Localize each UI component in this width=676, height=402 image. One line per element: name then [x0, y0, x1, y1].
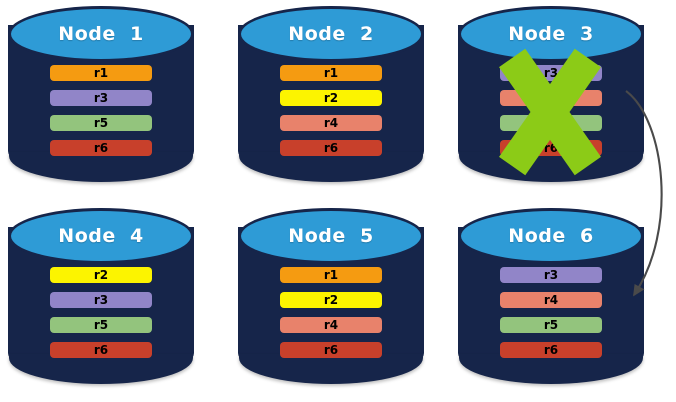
record-bar[interactable]: r6 — [280, 140, 382, 156]
record-bar[interactable]: r1 — [280, 267, 382, 283]
record-bar[interactable]: r4 — [500, 292, 602, 308]
record-bar[interactable]: r6 — [500, 342, 602, 358]
record-bar[interactable]: r5 — [50, 317, 152, 333]
record-bar[interactable]: r5 — [50, 115, 152, 131]
record-bar[interactable]: r1 — [280, 65, 382, 81]
node-label: Node 2 — [288, 23, 374, 45]
node-4[interactable]: Node 4 r2 r3 r5 r6 — [8, 208, 194, 390]
cylinder-top — [8, 6, 194, 62]
node-label: Node 3 — [508, 23, 594, 45]
record-bar[interactable]: r2 — [280, 90, 382, 106]
cylinder-top — [238, 6, 424, 62]
node-label: Node 4 — [58, 225, 144, 247]
record-bar[interactable]: r6 — [50, 140, 152, 156]
record-bar[interactable]: r6 — [280, 342, 382, 358]
record-bar[interactable]: r3 — [50, 292, 152, 308]
record-bar[interactable]: r1 — [50, 65, 152, 81]
record-bar[interactable]: r2 — [50, 267, 152, 283]
record-bar[interactable]: r2 — [280, 292, 382, 308]
cylinder-top — [458, 6, 644, 62]
cylinder-top — [238, 208, 424, 264]
node-label: Node 1 — [58, 23, 144, 45]
record-list: r2 r3 r5 r6 — [50, 267, 152, 358]
record-bar[interactable]: r5 — [500, 317, 602, 333]
cylinder-top — [8, 208, 194, 264]
record-list: r1 r2 r4 r6 — [280, 65, 382, 156]
record-bar[interactable]: r3 — [500, 267, 602, 283]
record-bar[interactable]: r6 — [50, 342, 152, 358]
node-label: Node 6 — [508, 225, 594, 247]
cylinder-top — [458, 208, 644, 264]
node-6[interactable]: Node 6 r3 r4 r5 r6 — [458, 208, 644, 390]
record-list: r1 r2 r4 r6 — [280, 267, 382, 358]
record-bar[interactable]: r3 — [50, 90, 152, 106]
node-2[interactable]: Node 2 r1 r2 r4 r6 — [238, 6, 424, 188]
record-bar[interactable]: r4 — [280, 115, 382, 131]
arrow-curve — [625, 90, 663, 297]
record-bar[interactable]: r4 — [280, 317, 382, 333]
node-5[interactable]: Node 5 r1 r2 r4 r6 — [238, 208, 424, 390]
record-list: r1 r3 r5 r6 — [50, 65, 152, 156]
record-list: r3 r4 r5 r6 — [500, 267, 602, 358]
node-3[interactable]: Node 3 r3 r4 r5 r6 — [458, 6, 644, 188]
node-1[interactable]: Node 1 r1 r3 r5 r6 — [8, 6, 194, 188]
node-label: Node 5 — [288, 225, 374, 247]
